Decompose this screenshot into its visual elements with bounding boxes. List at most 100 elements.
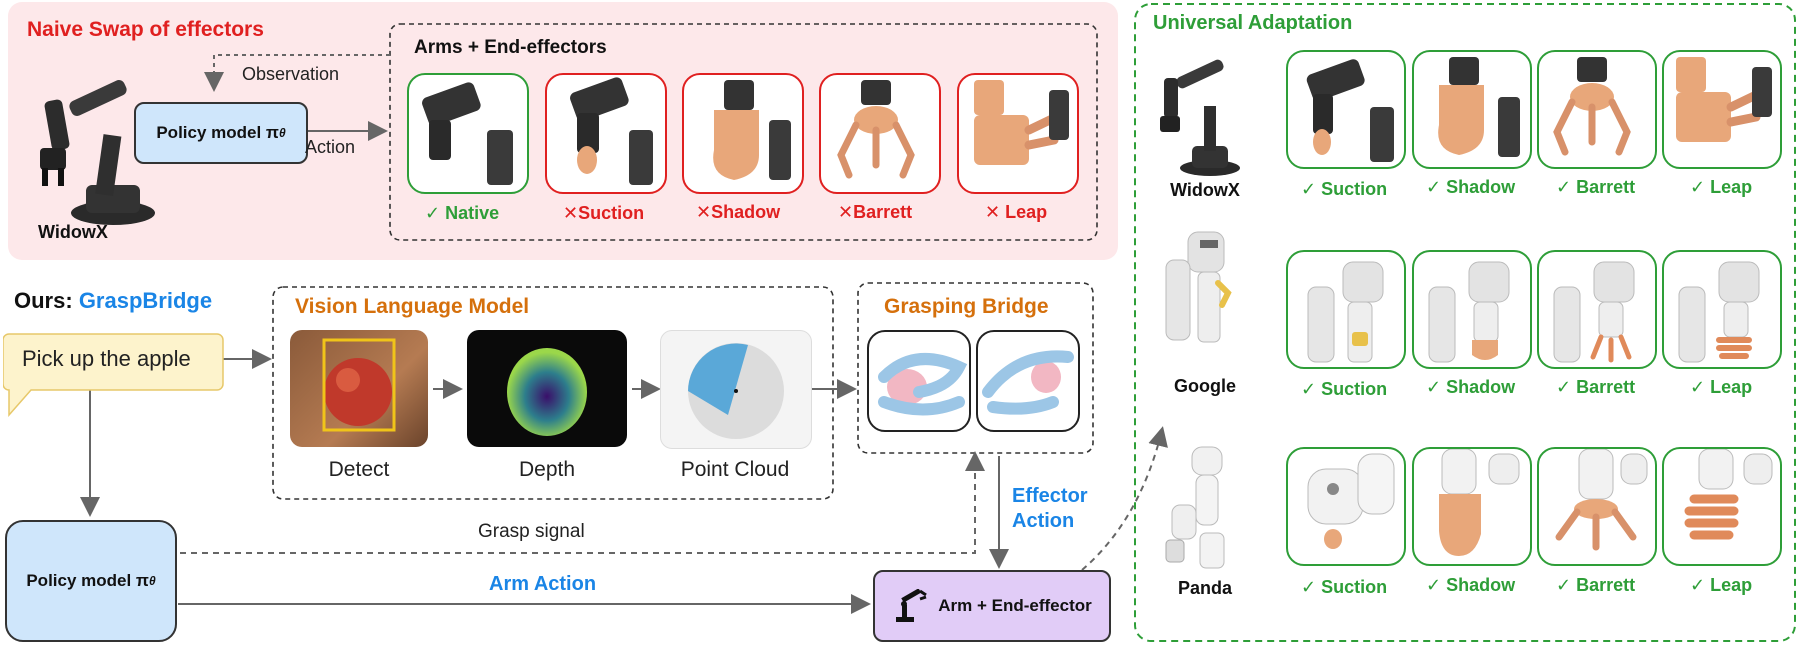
- google-robot-small: [1165, 231, 1232, 343]
- observation-arrow: [204, 54, 390, 92]
- u-cap-widowx-leap: ✓ Leap: [1690, 177, 1752, 198]
- universal-google-leap: [1662, 250, 1782, 369]
- action-label: Action: [305, 137, 356, 157]
- u-cap-panda-shadow: ✓ Shadow: [1426, 575, 1515, 596]
- universal-widowx-suction: [1286, 50, 1406, 169]
- universal-widowx-shadow: [1412, 50, 1532, 169]
- u-cap-panda-barrett: ✓ Barrett: [1556, 575, 1635, 596]
- to-universal-arrow: [1081, 426, 1168, 571]
- check-icon: ✓: [1556, 377, 1572, 397]
- check-icon: ✓: [1556, 575, 1572, 595]
- bridge-title: Grasping Bridge: [884, 295, 1049, 318]
- effector-action-label-2: Action: [1012, 510, 1075, 532]
- check-icon: ✓: [425, 203, 441, 223]
- arms-title: Arms + End-effectors: [414, 37, 607, 58]
- check-icon: ✓: [1426, 177, 1442, 197]
- u-cap-text: Barrett: [1576, 177, 1636, 197]
- naive-cap-shadow: ✕Shadow: [696, 202, 780, 223]
- ours-name: GraspBridge: [78, 288, 213, 313]
- cross-icon: ✕: [985, 202, 1001, 222]
- u-cap-text: Suction: [1321, 577, 1388, 597]
- u-cap-text: Suction: [1321, 179, 1388, 199]
- universal-panda-leap: [1662, 447, 1782, 566]
- observation-label: Observation: [242, 64, 340, 84]
- naive-cap-shadow-text: Shadow: [711, 202, 781, 222]
- check-icon: ✓: [1556, 177, 1572, 197]
- arms-end-effectors-box: [389, 23, 1098, 241]
- u-cap-widowx-shadow: ✓ Shadow: [1426, 177, 1515, 198]
- check-icon: ✓: [1426, 575, 1442, 595]
- naive-cap-native-text: Native: [445, 203, 500, 223]
- arm-end-effector-label: Arm + End-effector: [938, 596, 1092, 615]
- naive-thumb-suction: [545, 73, 667, 194]
- naive-policy-label: Policy model π: [156, 123, 279, 142]
- u-cap-text: Leap: [1710, 377, 1753, 397]
- check-icon: ✓: [1690, 575, 1706, 595]
- policy-label: Policy model π: [26, 571, 149, 590]
- bridge-image-2: [976, 330, 1080, 432]
- u-cap-text: Shadow: [1446, 575, 1516, 595]
- naive-thumb-leap: [957, 73, 1079, 194]
- ours-prefix: Ours:: [14, 288, 73, 313]
- vlm-box: [272, 286, 834, 500]
- naive-cap-suction-text: Suction: [578, 203, 645, 223]
- check-icon: ✓: [1301, 179, 1317, 199]
- check-icon: ✓: [1301, 379, 1317, 399]
- u-cap-text: Leap: [1710, 575, 1753, 595]
- widowx-robot-small: [1160, 59, 1240, 176]
- u-cap-text: Shadow: [1446, 377, 1516, 397]
- check-icon: ✓: [1690, 377, 1706, 397]
- policy-subscript: θ: [148, 574, 156, 588]
- universal-google-barrett: [1537, 250, 1657, 369]
- u-cap-widowx-barrett: ✓ Barrett: [1556, 177, 1635, 198]
- universal-widowx-barrett: [1537, 50, 1657, 169]
- naive-thumb-native: [407, 73, 529, 194]
- u-cap-google-barrett: ✓ Barrett: [1556, 377, 1635, 398]
- cross-icon: ✕: [838, 202, 854, 222]
- universal-panda-shadow: [1412, 447, 1532, 566]
- universal-title: Universal Adaptation: [1153, 12, 1353, 34]
- detect-image: [290, 330, 428, 447]
- u-cap-google-shadow: ✓ Shadow: [1426, 377, 1515, 398]
- cross-icon: ✕: [696, 202, 712, 222]
- effector-action-label-1: Effector: [1012, 485, 1088, 507]
- naive-cap-native: ✓ Native: [425, 203, 499, 224]
- naive-cap-suction: ✕Suction: [563, 203, 644, 224]
- check-icon: ✓: [1301, 577, 1317, 597]
- grasp-signal-arrow: [180, 451, 985, 554]
- u-cap-text: Suction: [1321, 379, 1388, 399]
- naive-policy-subscript: θ: [278, 126, 286, 140]
- naive-robot-label: WidowX: [38, 222, 108, 242]
- u-cap-text: Shadow: [1446, 177, 1516, 197]
- ours-title: Ours: GraspBridge: [14, 288, 212, 314]
- u-cap-google-leap: ✓ Leap: [1690, 377, 1752, 398]
- step-pointcloud-label: Point Cloud: [680, 458, 790, 481]
- check-icon: ✓: [1426, 377, 1442, 397]
- u-cap-text: Barrett: [1576, 575, 1636, 595]
- grasp-signal-label: Grasp signal: [478, 521, 585, 542]
- prompt-bubble: [3, 333, 224, 417]
- universal-panda-suction: [1286, 447, 1406, 566]
- universal-google-suction: [1286, 250, 1406, 369]
- widowx-robot-illustration: [40, 80, 155, 225]
- arm-end-effector-box: Arm + End-effector: [873, 570, 1111, 642]
- naive-thumb-barrett: [819, 73, 941, 194]
- universal-widowx-leap: [1662, 50, 1782, 169]
- check-icon: ✓: [1690, 177, 1706, 197]
- u-cap-panda-leap: ✓ Leap: [1690, 575, 1752, 596]
- panda-robot-small: [1165, 446, 1225, 569]
- naive-title: Naive Swap of effectors: [27, 18, 264, 41]
- step-detect-label: Detect: [328, 458, 390, 481]
- universal-panda-barrett: [1537, 447, 1657, 566]
- u-cap-text: Barrett: [1576, 377, 1636, 397]
- u-cap-panda-suction: ✓ Suction: [1301, 577, 1387, 598]
- vlm-title: Vision Language Model: [295, 295, 530, 318]
- naive-cap-leap: ✕ Leap: [985, 202, 1047, 223]
- u-cap-google-suction: ✓ Suction: [1301, 379, 1387, 400]
- robot-arm-icon: [896, 589, 928, 622]
- naive-thumb-shadow: [682, 73, 804, 194]
- step-depth-label: Depth: [518, 458, 576, 481]
- u-cap-text: Leap: [1710, 177, 1753, 197]
